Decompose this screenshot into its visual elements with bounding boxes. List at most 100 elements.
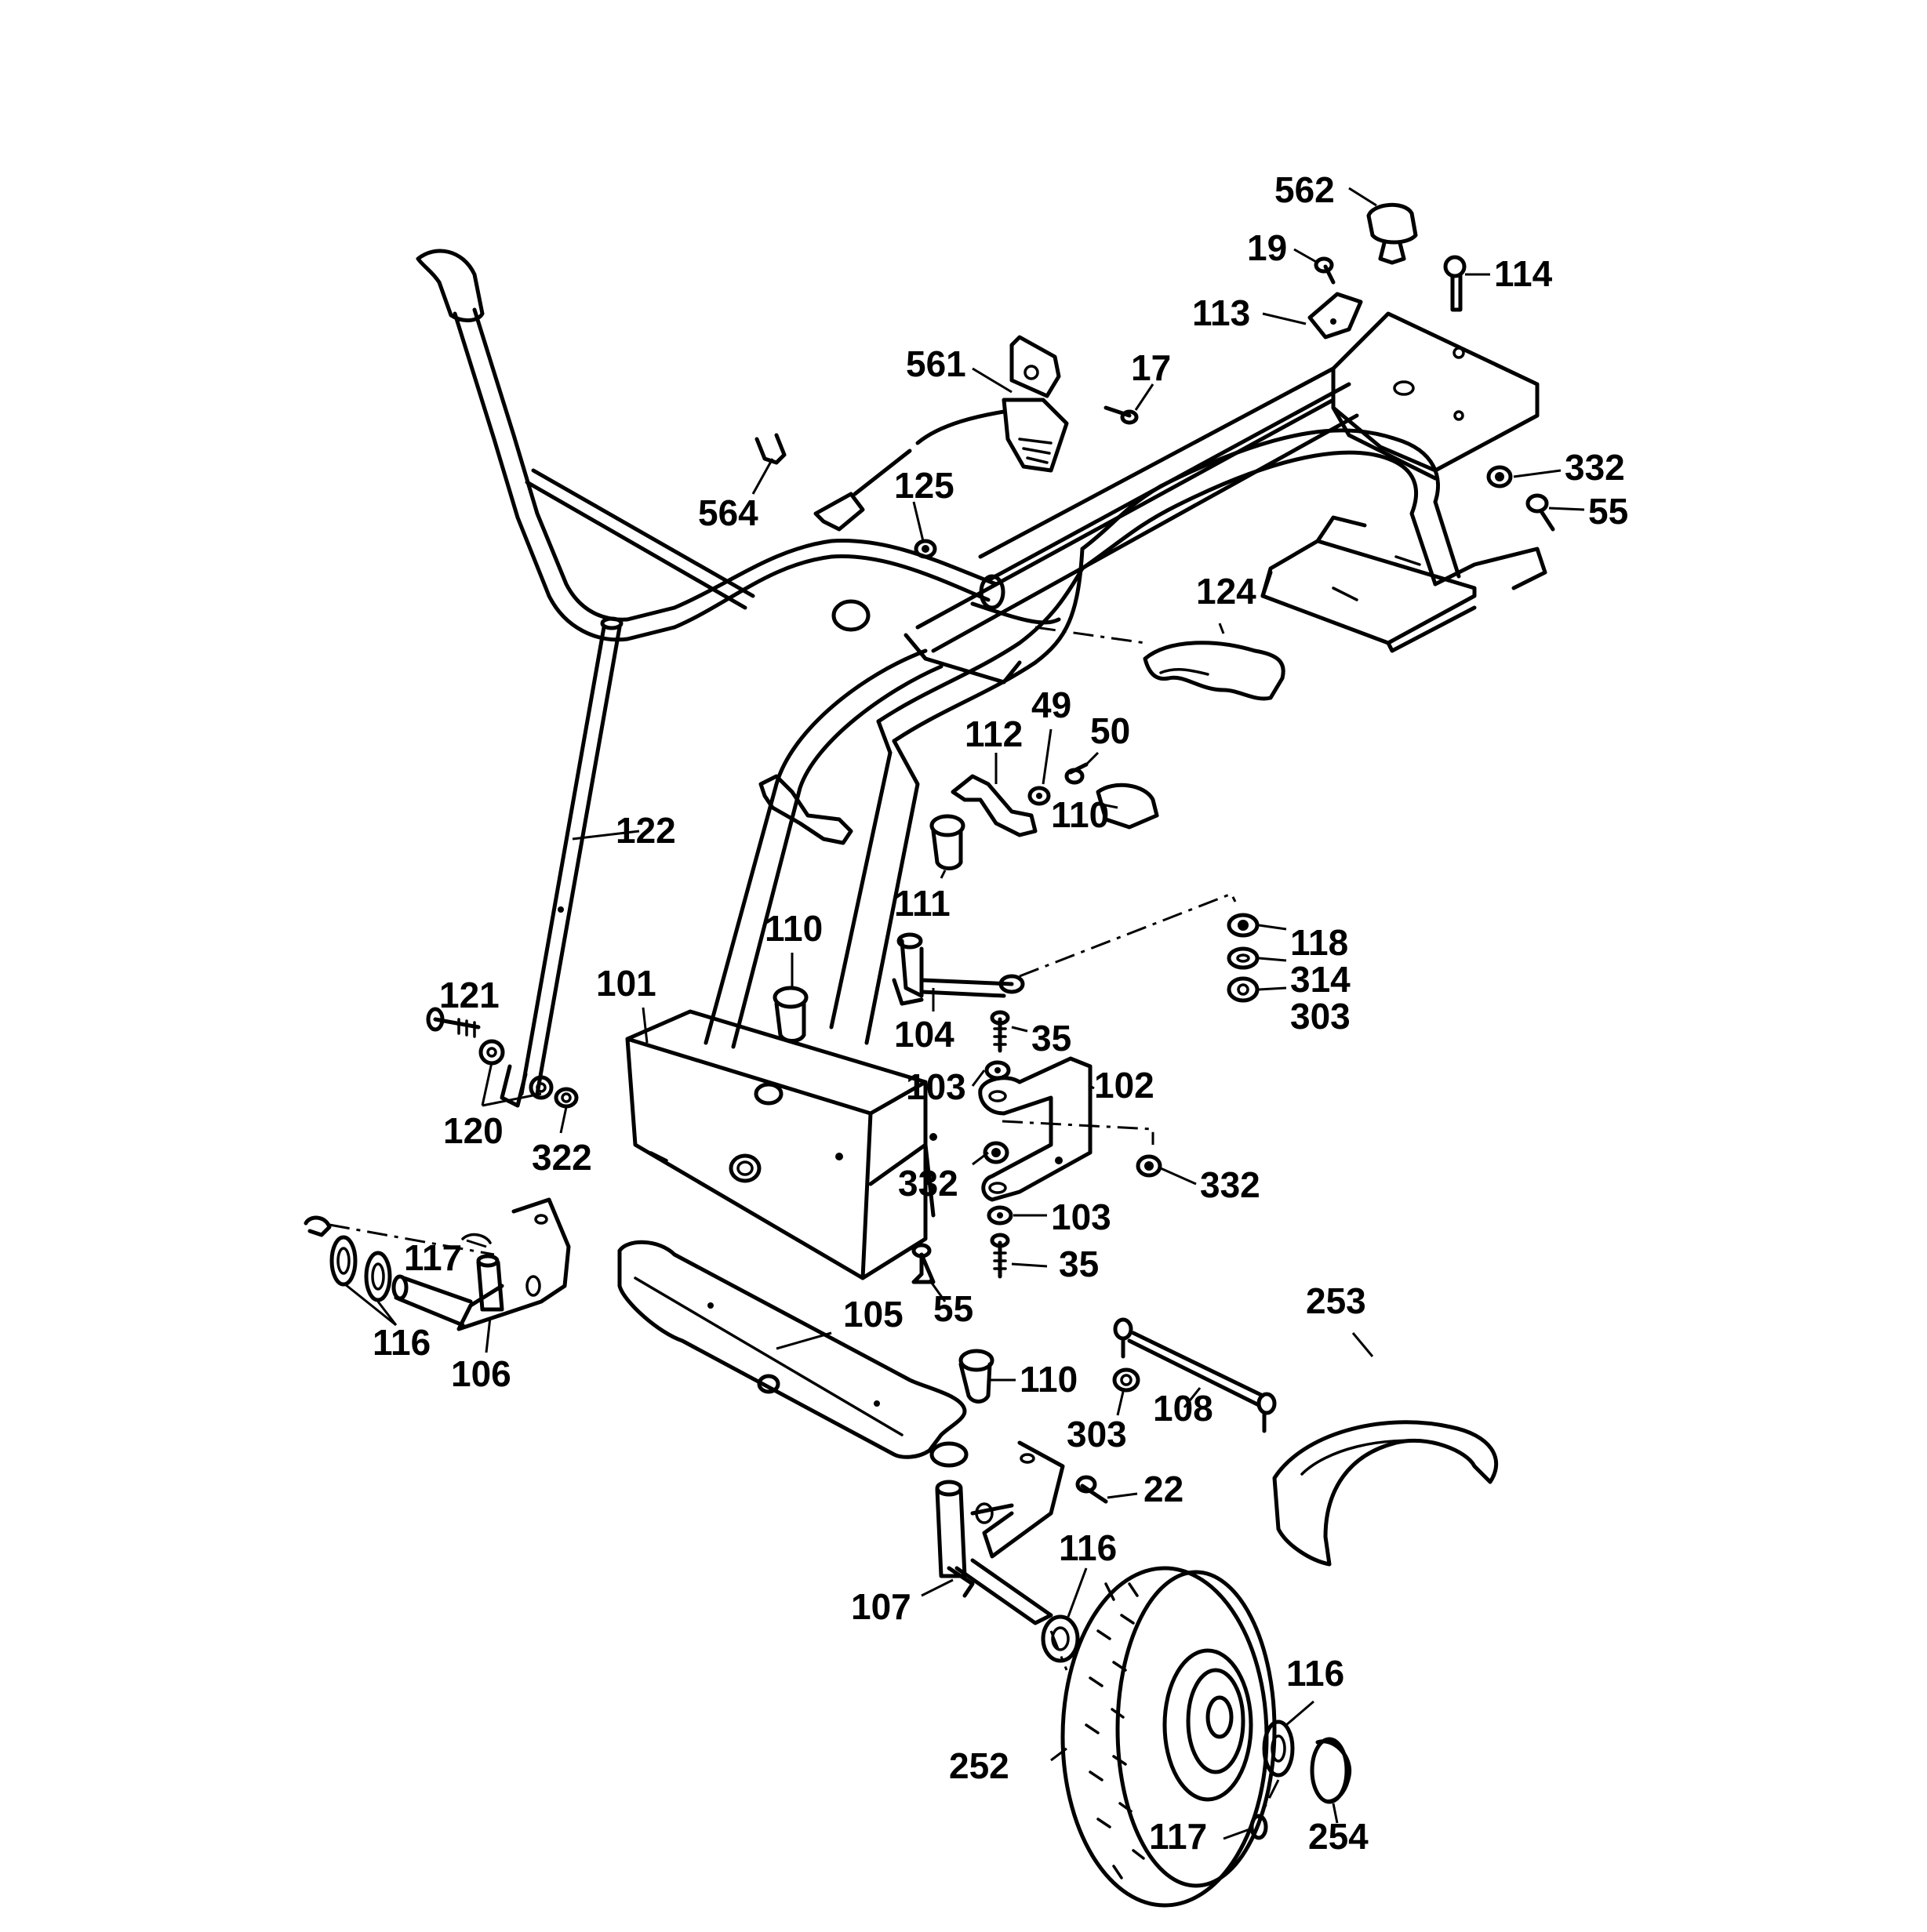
callout-110-mid: 110 xyxy=(765,908,823,949)
axis-line-wheel-a xyxy=(1049,1630,1068,1671)
washer-120-b xyxy=(529,1075,554,1100)
callout-49: 49 xyxy=(1031,685,1071,725)
callout-110-lower: 110 xyxy=(1020,1359,1078,1400)
cap-110-top xyxy=(1096,783,1159,830)
callout-labels: 562 19 114 113 561 17 564 125 332 55 124… xyxy=(373,169,1628,1857)
callout-303-lower: 303 xyxy=(1067,1414,1127,1454)
washer-314 xyxy=(1227,946,1260,970)
washer-116-c xyxy=(1041,1614,1080,1663)
callout-564: 564 xyxy=(698,492,758,533)
callout-22: 22 xyxy=(1143,1469,1183,1509)
callout-252: 252 xyxy=(949,1745,1009,1786)
nut-322 xyxy=(554,1087,579,1109)
callout-55-lower: 55 xyxy=(933,1288,973,1329)
washer-116-a xyxy=(329,1235,358,1287)
steering-rod-122 xyxy=(500,616,624,1108)
bolt-35-upper xyxy=(990,1010,1010,1053)
bracket-left xyxy=(758,774,853,845)
callout-124: 124 xyxy=(1196,571,1256,612)
callout-35-lower: 35 xyxy=(1059,1244,1099,1284)
callout-19: 19 xyxy=(1247,227,1287,268)
frame-front-plate xyxy=(1331,311,1540,481)
callout-116-wheel-inner: 116 xyxy=(1059,1527,1117,1568)
nut-332-top xyxy=(1486,465,1513,488)
bolt-35-lower xyxy=(990,1233,1010,1279)
bolt-49 xyxy=(1027,786,1051,806)
tie-rod-108 xyxy=(1113,1317,1277,1433)
callout-120: 120 xyxy=(443,1110,504,1151)
callout-55-top: 55 xyxy=(1588,491,1628,532)
linkage-104 xyxy=(892,892,1237,1006)
callout-101: 101 xyxy=(596,963,656,1004)
bolt-17 xyxy=(1103,405,1139,425)
washer-116-d xyxy=(1262,1720,1295,1778)
nut-332-right xyxy=(1136,1154,1162,1178)
callout-105: 105 xyxy=(843,1294,904,1335)
lever-114 xyxy=(1443,255,1467,312)
washer-116-b xyxy=(364,1251,392,1302)
callout-332-right: 332 xyxy=(1200,1164,1260,1205)
callout-122: 122 xyxy=(616,810,676,851)
plate-113 xyxy=(1307,292,1363,340)
nut-303-lower xyxy=(1112,1367,1140,1393)
pedal-561 xyxy=(915,335,1069,473)
callout-121: 121 xyxy=(439,975,500,1015)
bolt-50 xyxy=(1064,762,1089,785)
callout-111: 111 xyxy=(894,883,951,924)
bracket-112 xyxy=(951,774,1038,837)
hubcap-254 xyxy=(1310,1737,1352,1804)
nut-125 xyxy=(914,539,937,559)
callout-314: 314 xyxy=(1290,959,1351,1000)
washer-120-a xyxy=(478,1039,505,1066)
clip-117-right xyxy=(1249,1814,1268,1840)
nut-303-top xyxy=(1227,976,1260,1003)
axle-beam-105 xyxy=(617,1240,969,1468)
fender-253 xyxy=(1272,1420,1499,1567)
callout-50: 50 xyxy=(1090,710,1130,751)
callout-125: 125 xyxy=(894,465,954,506)
callout-332-mid: 332 xyxy=(898,1163,958,1204)
nut-332-mid xyxy=(983,1141,1009,1164)
callout-17: 17 xyxy=(1131,347,1171,388)
handlebar-tube xyxy=(416,249,1005,642)
bushing-110-lower xyxy=(958,1349,994,1404)
nut-103-upper xyxy=(984,1060,1011,1080)
axis-line-wheel-b xyxy=(1257,1779,1280,1820)
callout-107: 107 xyxy=(851,1586,911,1627)
callout-303-top: 303 xyxy=(1290,996,1351,1037)
callout-322: 322 xyxy=(532,1137,592,1178)
callout-110-top: 110 xyxy=(1051,794,1109,835)
callout-103-upper: 103 xyxy=(906,1066,966,1107)
bolt-22 xyxy=(1075,1475,1108,1504)
grip-124 xyxy=(1034,626,1285,701)
leader-lines xyxy=(344,187,1585,1840)
callout-116-left: 116 xyxy=(373,1322,431,1363)
callout-118: 118 xyxy=(1290,922,1348,963)
callout-116-wheel-outer: 116 xyxy=(1286,1653,1344,1694)
nut-118 xyxy=(1227,913,1260,938)
callout-103-lower: 103 xyxy=(1051,1197,1111,1237)
spindle-107 xyxy=(935,1440,1065,1625)
callout-106: 106 xyxy=(451,1353,511,1394)
callout-112: 112 xyxy=(965,714,1023,754)
nut-103-lower xyxy=(987,1205,1013,1226)
bolt-55-top xyxy=(1525,493,1555,532)
callout-102: 102 xyxy=(1094,1065,1154,1106)
housing-101 xyxy=(625,1009,937,1280)
callout-108: 108 xyxy=(1153,1388,1213,1429)
bolt-55-lower xyxy=(911,1243,936,1284)
plug-125 xyxy=(831,599,871,632)
callout-113: 113 xyxy=(1192,292,1250,333)
axis-line-left xyxy=(329,1223,495,1256)
callout-254: 254 xyxy=(1308,1816,1369,1857)
callout-253: 253 xyxy=(1306,1280,1366,1321)
screw-19 xyxy=(1314,256,1336,285)
connector-564 xyxy=(754,433,912,532)
callout-332-top: 332 xyxy=(1565,447,1625,488)
axle-bracket-106 xyxy=(391,1197,571,1331)
callout-35-upper: 35 xyxy=(1031,1018,1071,1059)
callout-117-left: 117 xyxy=(404,1237,462,1278)
bolt-121 xyxy=(426,1007,481,1038)
